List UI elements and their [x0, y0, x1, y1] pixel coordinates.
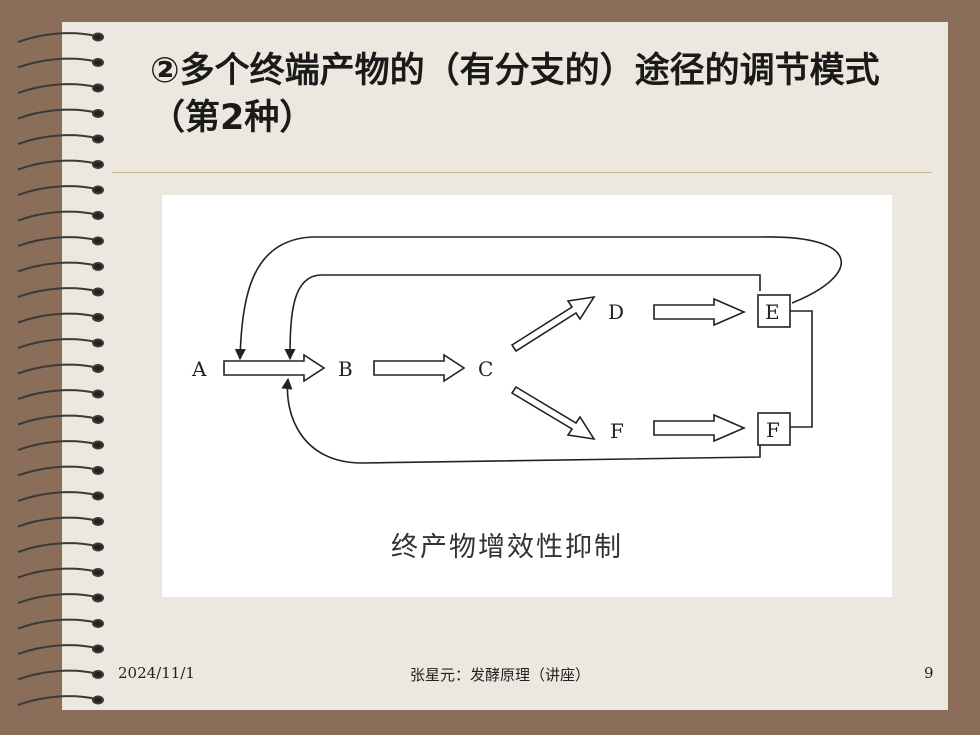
spiral-ring — [17, 210, 97, 222]
spiral-hole — [92, 644, 104, 654]
node-f-box — [757, 412, 791, 446]
spiral-ring — [17, 185, 97, 196]
node-a: A — [191, 357, 207, 381]
footer-date: 2024/11/1 — [118, 664, 195, 682]
spiral-hole — [92, 160, 104, 169]
diagram-caption: 终产物增效性抑制 — [391, 532, 623, 563]
spiral-hole — [92, 389, 104, 399]
spiral-hole — [92, 466, 104, 475]
spiral-ring — [17, 567, 97, 579]
spiral-ring — [17, 618, 97, 630]
node-c: C — [478, 357, 493, 381]
spiral-ring — [17, 593, 97, 604]
link-e-f — [790, 310, 813, 428]
spiral-ring — [17, 465, 97, 477]
arrow-c-f — [510, 385, 596, 441]
title-divider — [112, 172, 932, 173]
spiral-hole — [92, 619, 104, 628]
feedback-f — [281, 377, 761, 464]
spiral-hole — [92, 287, 104, 297]
spiral-hole — [92, 517, 104, 526]
spiral-ring — [17, 363, 97, 375]
spiral-hole — [92, 236, 104, 246]
spiral-ring — [17, 159, 97, 171]
spiral-hole — [92, 313, 104, 322]
spiral-ring — [17, 669, 97, 681]
spiral-hole — [92, 262, 104, 271]
spiral-hole — [92, 364, 104, 373]
spiral-hole — [92, 185, 104, 195]
arrow-c-d — [510, 295, 596, 353]
node-e: E — [765, 300, 780, 324]
footer-author: 张星元：发酵原理（讲座） — [410, 666, 591, 684]
spiral-hole — [92, 670, 104, 679]
spiral-hole — [92, 491, 104, 501]
spiral-hole — [92, 415, 104, 424]
arrow-d-e — [653, 297, 747, 327]
spiral-hole — [92, 134, 104, 144]
arrow-f-f — [653, 413, 747, 443]
spiral-hole — [92, 211, 104, 220]
spiral-ring — [17, 83, 97, 94]
spiral-ring — [17, 491, 97, 502]
spiral-hole — [92, 83, 104, 93]
spiral-ring — [17, 440, 97, 451]
feedback-e-outer — [234, 236, 843, 361]
node-f2: F — [766, 418, 780, 442]
spiral-ring — [17, 644, 97, 655]
spiral-ring — [17, 134, 97, 145]
node-e-box — [757, 294, 791, 328]
spiral-hole — [92, 338, 104, 348]
spiral-ring — [17, 108, 97, 120]
spiral-hole — [92, 440, 104, 450]
spiral-hole — [92, 58, 104, 67]
spiral-hole — [92, 695, 104, 705]
spiral-hole — [92, 593, 104, 603]
spiral-ring — [17, 236, 97, 247]
spiral-ring — [17, 695, 97, 706]
slide-title: ②多个终端产物的（有分支的）途径的调节模式（第2种） — [150, 51, 880, 138]
spiral-ring — [17, 516, 97, 528]
page-number: 9 — [924, 664, 934, 682]
arrow-b-c — [373, 353, 466, 383]
spiral-hole — [92, 568, 104, 577]
spiral-ring — [17, 32, 97, 43]
pathway-svg: A B C D E F F — [191, 236, 843, 464]
spiral-binding — [17, 32, 104, 706]
spiral-ring — [17, 57, 97, 69]
arrow-a-b — [223, 353, 326, 383]
regulation-diagram: A B C D E F F 终产物增效性抑制 — [162, 195, 892, 597]
spiral-ring — [17, 338, 97, 349]
node-b: B — [338, 357, 353, 381]
spiral-ring — [17, 389, 97, 400]
spiral-hole — [92, 109, 104, 118]
feedback-e-inner — [284, 274, 761, 361]
spiral-hole — [92, 542, 104, 552]
spiral-hole — [92, 32, 104, 42]
spiral-ring — [17, 414, 97, 426]
spiral-ring — [17, 542, 97, 553]
spiral-ring — [17, 312, 97, 324]
spiral-ring — [17, 287, 97, 298]
node-f: F — [610, 419, 624, 443]
spiral-ring — [17, 261, 97, 273]
node-d: D — [608, 300, 624, 324]
